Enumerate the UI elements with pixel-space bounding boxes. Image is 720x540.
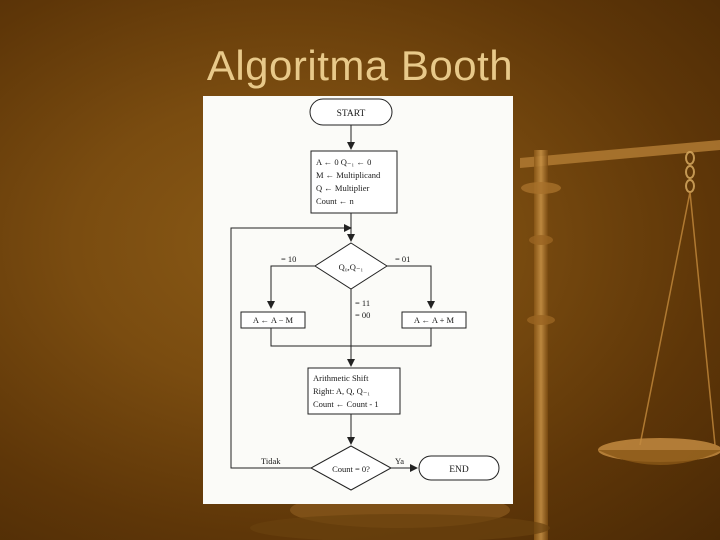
- shift-line-2: Right: A, Q, Q₋₁: [313, 386, 370, 396]
- decision2-label: Count = 0?: [332, 464, 370, 474]
- branch-mid-label-1: = 11: [355, 298, 370, 308]
- start-label: START: [337, 109, 366, 119]
- booth-algorithm-flowchart: START A ← 0 Q₋₁ ← 0 M ← Multiplicand Q ←…: [203, 96, 513, 504]
- slide-title: Algoritma Booth: [0, 42, 720, 90]
- branch-left-label: = 10: [281, 254, 296, 264]
- init-line-3: Q ← Multiplier: [316, 183, 370, 193]
- init-line-4: Count ← n: [316, 196, 355, 206]
- end-label: END: [449, 465, 469, 475]
- add-label: A ← A + M: [414, 315, 455, 325]
- branch-right-label: = 01: [395, 254, 410, 264]
- init-line-2: M ← Multiplicand: [316, 170, 381, 180]
- shift-line-1: Arithmetic Shift: [313, 373, 369, 383]
- shift-line-3: Count ← Count - 1: [313, 399, 379, 409]
- yes-label: Ya: [395, 456, 404, 466]
- init-line-1: A ← 0 Q₋₁ ← 0: [316, 157, 371, 167]
- branch-mid-label-2: = 00: [355, 310, 370, 320]
- subtract-label: A ← A − M: [253, 315, 294, 325]
- no-label: Tidak: [261, 456, 281, 466]
- decision1-label: Q₀,Q₋₁: [339, 262, 364, 272]
